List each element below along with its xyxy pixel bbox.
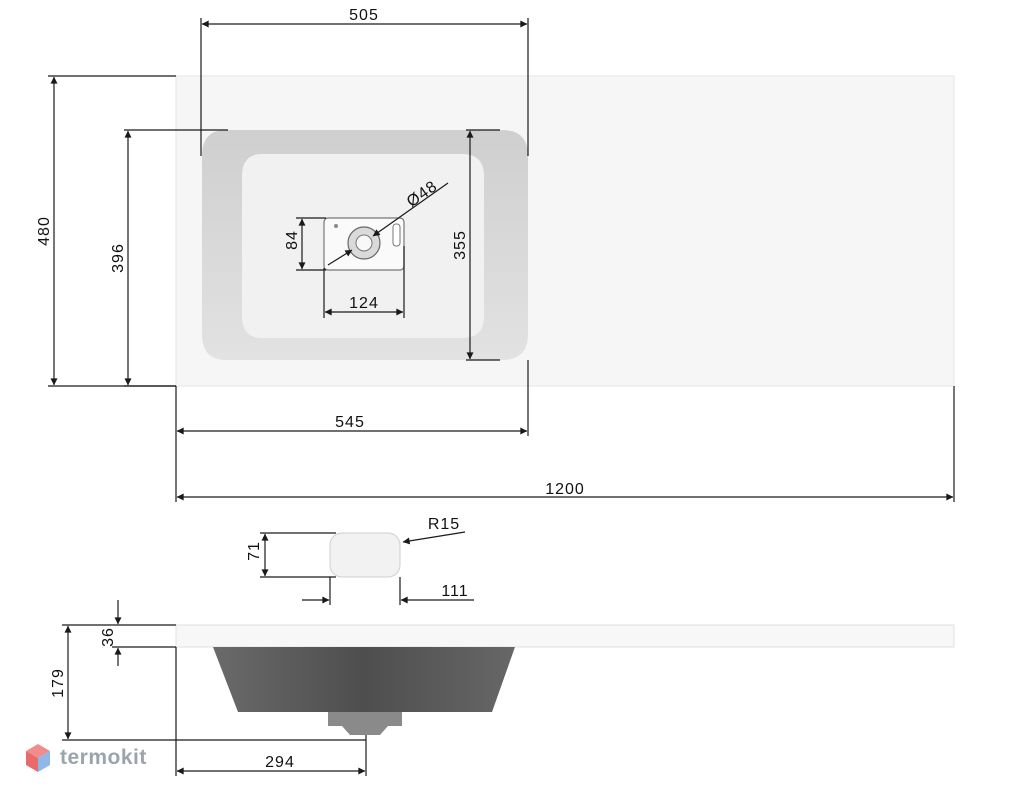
dim-480-label: 480 bbox=[36, 216, 53, 246]
cube-logo-icon bbox=[26, 744, 50, 772]
dimension-1200: 1200 bbox=[175, 386, 955, 502]
dimension-124: 124 bbox=[323, 246, 405, 318]
dimension-480: 480 bbox=[36, 75, 176, 387]
dimension-396: 396 bbox=[110, 129, 228, 387]
dim-355-label: 355 bbox=[452, 230, 469, 260]
dim-36-label: 36 bbox=[100, 627, 117, 647]
dim-r15-label: R15 bbox=[428, 516, 460, 533]
brand-name: termokit bbox=[60, 746, 147, 769]
dim-71-label: 71 bbox=[246, 541, 263, 561]
overflow-slot bbox=[329, 532, 401, 578]
dim-1200-label: 1200 bbox=[545, 481, 585, 498]
dim-111-label: 111 bbox=[441, 583, 468, 600]
dim-124-label: 124 bbox=[349, 295, 379, 312]
dim-84-label: 84 bbox=[284, 230, 301, 250]
top-view: 505 480 396 355 Ø48 bbox=[36, 7, 955, 502]
overflow-detail: 71 R15 111 bbox=[246, 516, 474, 605]
countertop-section bbox=[175, 624, 955, 648]
side-section-view: 36 179 294 bbox=[50, 600, 955, 776]
dimension-545: 545 bbox=[175, 360, 529, 436]
drain-assembly bbox=[323, 217, 405, 271]
dim-505-label: 505 bbox=[349, 7, 379, 24]
dimension-84: 84 bbox=[284, 217, 326, 271]
dim-179-label: 179 bbox=[50, 668, 67, 698]
dimension-355: 355 bbox=[452, 129, 500, 361]
dim-294-label: 294 bbox=[265, 754, 295, 771]
dim-545-label: 545 bbox=[335, 414, 365, 431]
brand-watermark: termokit bbox=[24, 742, 147, 774]
drain-outlet bbox=[328, 712, 402, 735]
dim-396-label: 396 bbox=[110, 243, 127, 273]
basin-section bbox=[213, 647, 515, 712]
dimension-505: 505 bbox=[200, 7, 529, 156]
